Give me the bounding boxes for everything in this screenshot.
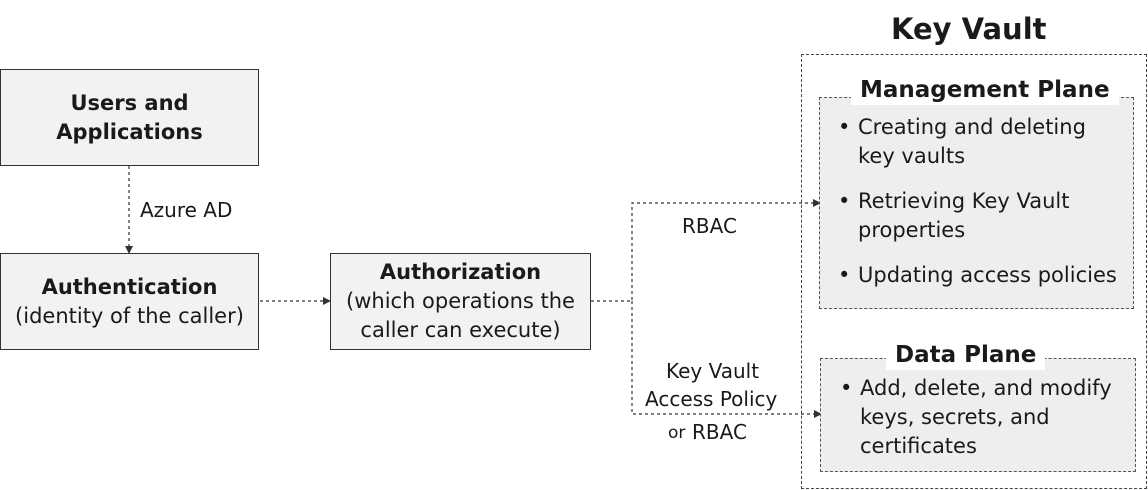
authorization-line2: caller can execute) (360, 318, 561, 342)
management-item: Updating access policies (838, 261, 1117, 290)
arrow-authz-to-data (631, 301, 822, 418)
authorization-title: Authorization (379, 260, 542, 284)
authorization-box: Authorization (which operations the call… (330, 253, 591, 350)
kv-policy-rbac-label: RBAC (692, 420, 747, 444)
authentication-subtitle: (identity of the caller) (15, 303, 244, 328)
authentication-box: Authentication (identity of the caller) (0, 253, 259, 350)
authorization-line1: (which operations the (346, 289, 575, 313)
data-plane-title: Data Plane (886, 340, 1046, 370)
rbac-label: RBAC (682, 214, 737, 238)
authentication-title: Authentication (41, 274, 218, 299)
kv-policy-label-line1: Key Vault (666, 359, 760, 383)
kv-policy-or-label: or (668, 423, 686, 443)
arrow-authz-to-management (591, 199, 821, 302)
users-line1: Users and (70, 90, 189, 115)
users-applications-box: Users and Applications (0, 69, 259, 166)
key-vault-container (801, 54, 1147, 489)
kv-policy-label-line2: Access Policy (645, 387, 778, 411)
azure-ad-label: Azure AD (140, 198, 233, 222)
users-line2: Applications (56, 119, 203, 144)
key-vault-title: Key Vault (891, 12, 1047, 46)
management-plane-title: Management Plane (851, 75, 1119, 105)
